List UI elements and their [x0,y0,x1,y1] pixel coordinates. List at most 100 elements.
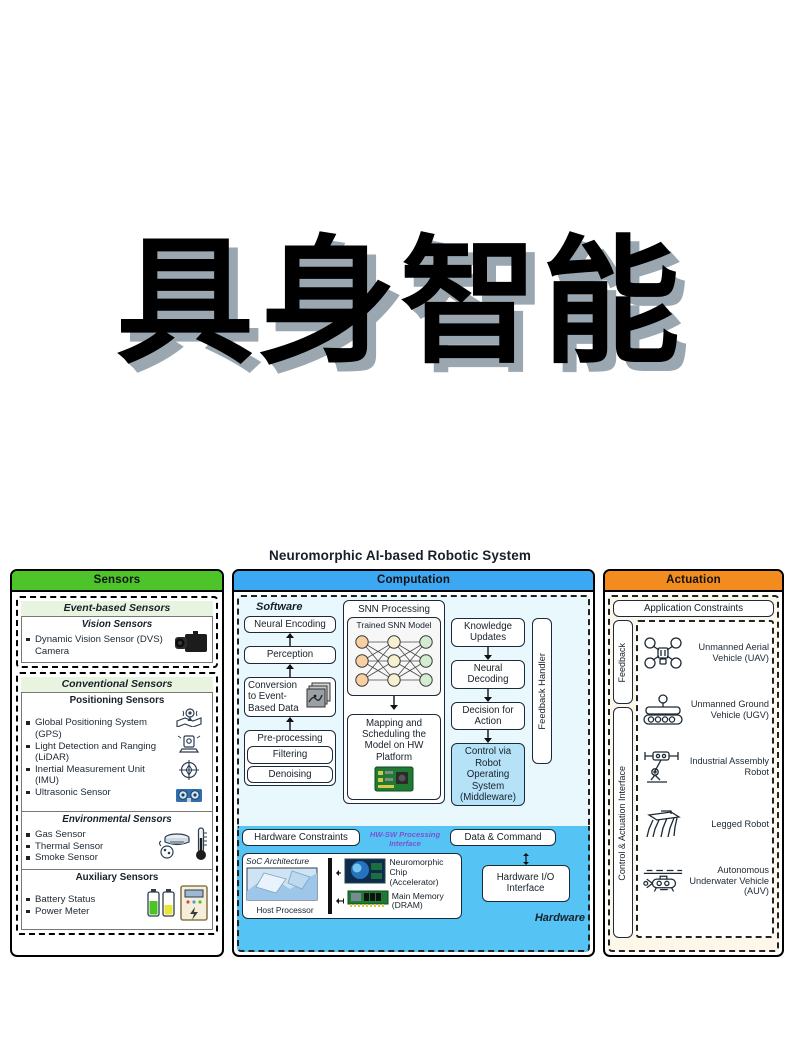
decision-for-action-box[interactable]: Decision for Action [451,701,525,731]
imu-compass-icon [177,759,201,786]
ultrasonic-icon [175,787,203,809]
preprocessing-box[interactable]: Pre-processing Filtering Denoising [244,730,336,787]
list-item: Ultrasonic Sensor [25,787,169,799]
soc-architecture-label: SoC Architecture [246,856,309,866]
conversion-label: Conversion to Event-Based Data [248,679,299,714]
neural-encoding-box[interactable]: Neural Encoding [244,616,336,634]
actuation-header: Actuation [605,571,782,592]
software-zone: Software Neural Encoding Perception Conv… [237,595,590,826]
ros-control-box[interactable]: Control via Robot Operating System (Midd… [451,743,525,807]
feedback-handler-label: Feedback Handler [536,652,548,730]
arrow-up-icon [286,663,294,677]
robot-label: Unmanned Aerial Vehicle (UAV) [698,642,769,663]
event-based-sensors-group: Event-based Sensors Vision Sensors Dynam… [16,596,218,668]
feedback-handler-box[interactable]: Feedback Handler [532,618,552,764]
arrow-down-icon [390,696,398,711]
dram-icon [347,890,389,911]
page-title: 具身智能 [115,222,684,383]
arrow-down-icon [484,730,492,744]
trained-snn-model-label: Trained SNN Model [356,620,432,631]
environmental-sensors-box: Environmental Sensors Gas Sensor Thermal… [21,811,213,869]
list-item: Smoke Sensor [25,852,157,864]
figure-title: Neuromorphic AI-based Robotic System [269,548,531,563]
arrow-up-icon [286,633,294,647]
host-processor-icon [246,867,318,904]
vision-sensors-box: Vision Sensors Dynamic Vision Sensor (DV… [21,616,213,663]
positioning-sensors-title: Positioning Sensors [69,695,165,706]
list-item: Inertial Measurement Unit (IMU) [25,764,169,787]
list-item: Gas Sensor [25,829,157,841]
host-processor-label: Host Processor [256,904,314,915]
drone-icon [641,636,685,670]
smoke-detector-icon [157,827,193,866]
power-meter-icon [179,884,209,927]
feedback-label: Feedback [617,642,628,683]
sensors-panel: Sensors Event-based Sensors Vision Senso… [10,569,224,957]
conversion-box[interactable]: Conversion to Event-Based Data [244,676,336,718]
sensors-body: Event-based Sensors Vision Sensors Dynam… [12,592,222,955]
filtering-box[interactable]: Filtering [247,746,333,764]
computation-panel: Computation Software Neural Encoding Per… [232,569,595,957]
auxiliary-sensors-title: Auxiliary Sensors [75,872,159,883]
trained-snn-model-box: Trained SNN Model [347,617,441,697]
arrow-bidirectional-vertical-icon [522,853,529,865]
list-item: Thermal Sensor [25,841,157,853]
architecture-diagram: Neuromorphic AI-based Robotic System Sen… [10,548,790,968]
mapping-scheduling-box[interactable]: Mapping and Scheduling the Model on HW P… [347,713,441,800]
preprocessing-label: Pre-processing [257,733,323,745]
list-item: Battery Status [25,894,145,906]
neuromorphic-chip-icon [344,858,386,887]
submarine-icon [641,866,685,896]
bus-bar [328,858,332,915]
diagram-panels: Sensors Event-based Sensors Vision Senso… [10,569,790,957]
list-item: Light Detection and Ranging (LiDAR) [25,741,169,764]
neuromorphic-chip-label: Neuromorphic Chip (Accelerator) [389,857,444,887]
arrow-bidirectional-icon [336,869,342,876]
list-item: Legged Robot [641,795,769,852]
software-label: Software [256,601,303,613]
robot-label: Autonomous Underwater Vehicle (AUV) [689,864,769,897]
tracked-vehicle-icon [641,694,685,726]
dvs-camera-icon [173,631,209,660]
hero-title-block: 具身智能 [0,218,800,388]
arrow-down-icon [484,688,492,702]
control-actuation-interface-box[interactable]: Control & Actuation Interface [613,707,633,939]
battery-icon [145,887,179,924]
vision-sensors-title: Vision Sensors [81,619,153,630]
actuation-body: Application Constraints Feedback Control… [608,595,779,952]
list-item: Unmanned Aerial Vehicle (UAV) [641,624,769,681]
list-item: Autonomous Underwater Vehicle (AUV) [641,852,769,909]
conventional-sensors-group: Conventional Sensors Positioning Sensors… [16,672,218,935]
list-item: Power Meter [25,906,145,918]
thermometer-icon [193,826,209,867]
arrow-down-icon [484,646,492,660]
snn-processing-box: SNN Processing Trained SNN Model [343,600,445,804]
application-constraints-box[interactable]: Application Constraints [613,600,774,618]
mapping-label: Mapping and Scheduling the Model on HW P… [361,717,427,763]
robot-list: Unmanned Aerial Vehicle (UAV) [636,620,774,939]
robot-arm-icon [641,749,685,785]
control-actuation-interface-label: Control & Actuation Interface [617,765,628,881]
denoising-box[interactable]: Denoising [247,765,333,784]
list-item: Global Positioning System (GPS) [25,717,169,740]
list-item: Dynamic Vision Sensor (DVS) Camera [25,634,173,657]
robot-label: Unmanned Ground Vehicle (UGV) [690,699,769,720]
snn-network-graph [355,635,433,687]
hardware-io-interface-box[interactable]: Hardware I/O Interface [481,865,570,902]
positioning-sensors-box: Positioning Sensors Global Positioning S… [21,692,213,811]
robot-label: Legged Robot [711,818,769,829]
perception-box[interactable]: Perception [244,646,336,664]
robot-label: Industrial Assembly Robot [689,756,769,777]
snn-processing-title: SNN Processing [358,604,430,615]
feedback-box[interactable]: Feedback [613,620,633,705]
data-command-box[interactable]: Data & Command [450,829,556,847]
knowledge-updates-box[interactable]: Knowledge Updates [451,618,525,647]
hardware-label: Hardware [534,911,585,924]
hardware-zone: Hardware Constraints HW-SW Processing In… [237,826,590,952]
auxiliary-sensors-box: Auxiliary Sensors Battery Status Power M… [21,869,213,930]
legged-robot-icon [641,809,685,839]
list-item: Unmanned Ground Vehicle (UGV) [641,681,769,738]
neural-decoding-box[interactable]: Neural Decoding [451,659,525,689]
event-frames-icon [306,682,332,711]
hardware-constraints-box[interactable]: Hardware Constraints [242,829,360,847]
